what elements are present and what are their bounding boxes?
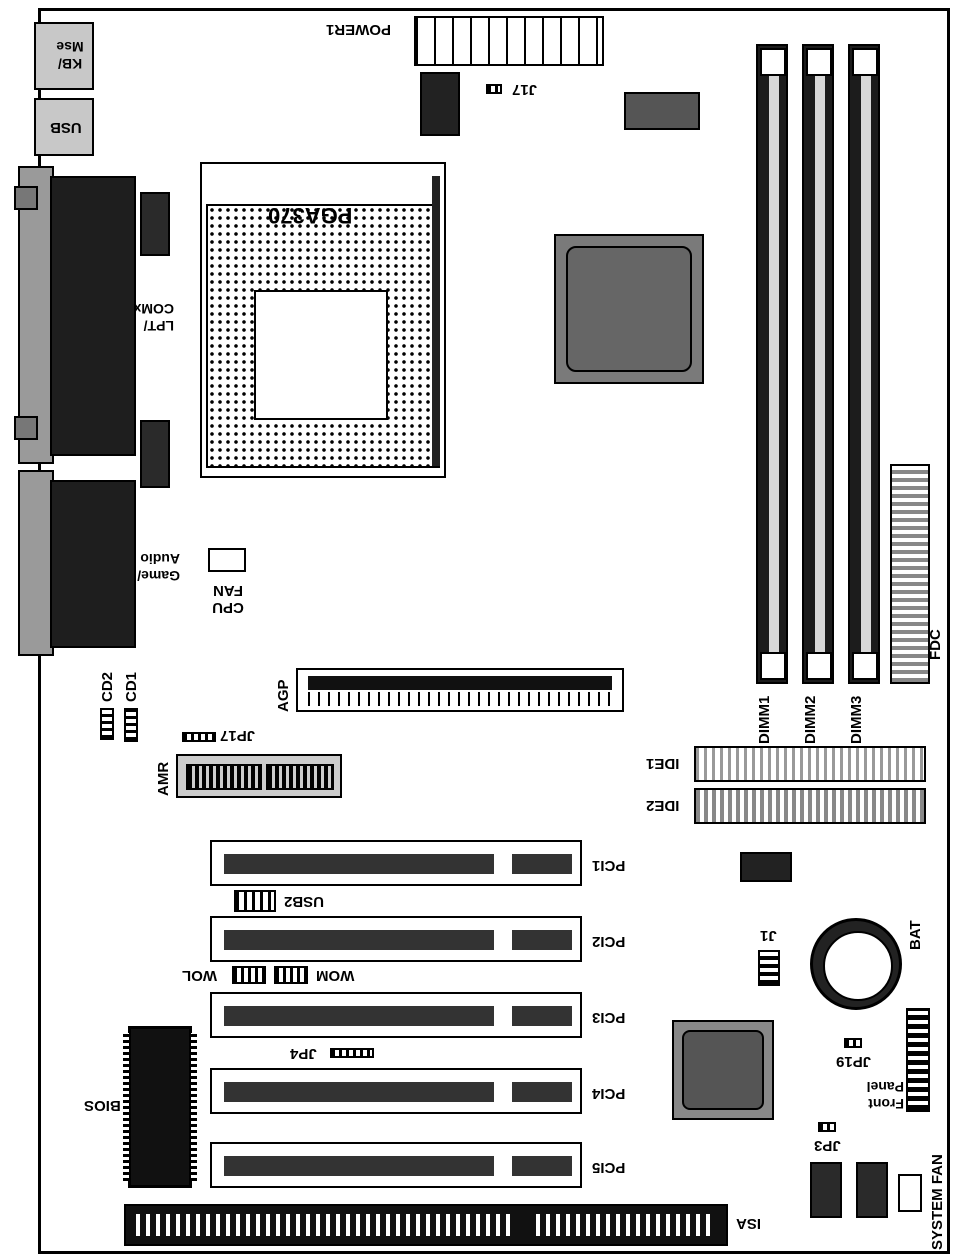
- fdc-label: FDC: [927, 629, 944, 660]
- usb-port: [34, 98, 94, 156]
- cd2-header: [100, 708, 114, 740]
- power1-label: POWER1: [326, 21, 392, 38]
- dimm1-slot: [756, 44, 788, 684]
- dimm3-label: DIMM3: [848, 695, 865, 744]
- cpu-fan-label: CPU FAN: [212, 582, 244, 616]
- j17-label: J17: [512, 81, 538, 98]
- cd1-header: [124, 708, 138, 742]
- socket-label: PGA370: [268, 203, 353, 228]
- ide2-connector: [694, 788, 926, 824]
- game-audio-label: Game/ Audio: [137, 551, 180, 584]
- jp17-label: JP17: [220, 727, 256, 744]
- jp4-label: JP4: [290, 1045, 317, 1062]
- usb2-header: [234, 890, 276, 912]
- j1-header: [758, 950, 780, 986]
- ide1-label: IDE1: [646, 755, 680, 772]
- lpt-com-label: LPT/ COMx: [133, 301, 174, 334]
- northbridge-chip: [554, 234, 704, 384]
- fdc-connector: [890, 464, 930, 684]
- usb2-label: USB2: [284, 893, 325, 910]
- bat-label: BAT: [907, 920, 924, 950]
- bios-chip: [123, 1026, 197, 1188]
- pci4-slot: [210, 1068, 582, 1114]
- j17-jumper: [486, 84, 502, 94]
- dimm2-slot: [802, 44, 834, 684]
- kb-mse-label: KB/ Mse: [56, 39, 84, 72]
- pci1-label: PCI1: [592, 857, 626, 874]
- pci1-slot: [210, 840, 582, 886]
- capacitor-3: [140, 420, 170, 488]
- jp17-jumper: [182, 732, 216, 742]
- usb-label: USB: [50, 119, 82, 136]
- jp3-jumper: [818, 1122, 836, 1132]
- j1-label: J1: [760, 927, 777, 944]
- game-audio-connector: [14, 470, 136, 656]
- isa-label: ISA: [736, 1215, 762, 1232]
- power1-connector: [414, 16, 604, 66]
- pci3-label: PCI3: [592, 1009, 626, 1026]
- dimm2-label: DIMM2: [802, 695, 819, 744]
- dimm1-label: DIMM1: [756, 695, 773, 744]
- pci4-label: PCI4: [592, 1085, 626, 1102]
- front-panel-label: Front Panel: [866, 1079, 904, 1112]
- wom-label: WOM: [316, 967, 355, 984]
- wom-header: [274, 966, 308, 984]
- regulator-chip: [624, 92, 700, 130]
- bios-label: BIOS: [84, 1097, 121, 1114]
- system-fan-header: [898, 1174, 922, 1212]
- pci2-slot: [210, 916, 582, 962]
- ide2-label: IDE2: [646, 797, 680, 814]
- pci3-slot: [210, 992, 582, 1038]
- kb-mse-port: [34, 22, 94, 90]
- jp19-jumper: [844, 1038, 862, 1048]
- southbridge-chip: [672, 1020, 774, 1120]
- dimm3-slot: [848, 44, 880, 684]
- capacitor-6: [856, 1162, 888, 1218]
- pga370-socket: [200, 162, 446, 478]
- cd1-label: CD1: [123, 671, 140, 702]
- wol-header: [232, 966, 266, 984]
- lpt-com-connector: [14, 166, 136, 464]
- battery: [810, 918, 902, 1010]
- isa-slot: [124, 1204, 728, 1246]
- pci2-label: PCI2: [592, 933, 626, 950]
- cd2-label: CD2: [99, 671, 116, 702]
- jp4-jumper: [330, 1048, 374, 1058]
- agp-label: AGP: [275, 679, 292, 712]
- jp3-label: JP3: [814, 1137, 841, 1154]
- capacitor-1: [420, 72, 460, 136]
- amr-slot: [176, 754, 342, 798]
- ide1-connector: [694, 746, 926, 782]
- system-fan-label: SYSTEM FAN: [929, 1154, 946, 1250]
- wol-label: WOL: [182, 967, 217, 984]
- front-panel-header: [906, 1008, 930, 1112]
- jp19-label: JP19: [836, 1053, 872, 1070]
- pci5-label: PCI5: [592, 1159, 626, 1176]
- capacitor-4: [740, 852, 792, 882]
- cpu-fan-header: [208, 548, 246, 572]
- capacitor-5: [810, 1162, 842, 1218]
- amr-label: AMR: [155, 761, 172, 796]
- agp-slot: [296, 668, 624, 712]
- pci5-slot: [210, 1142, 582, 1188]
- capacitor-2: [140, 192, 170, 256]
